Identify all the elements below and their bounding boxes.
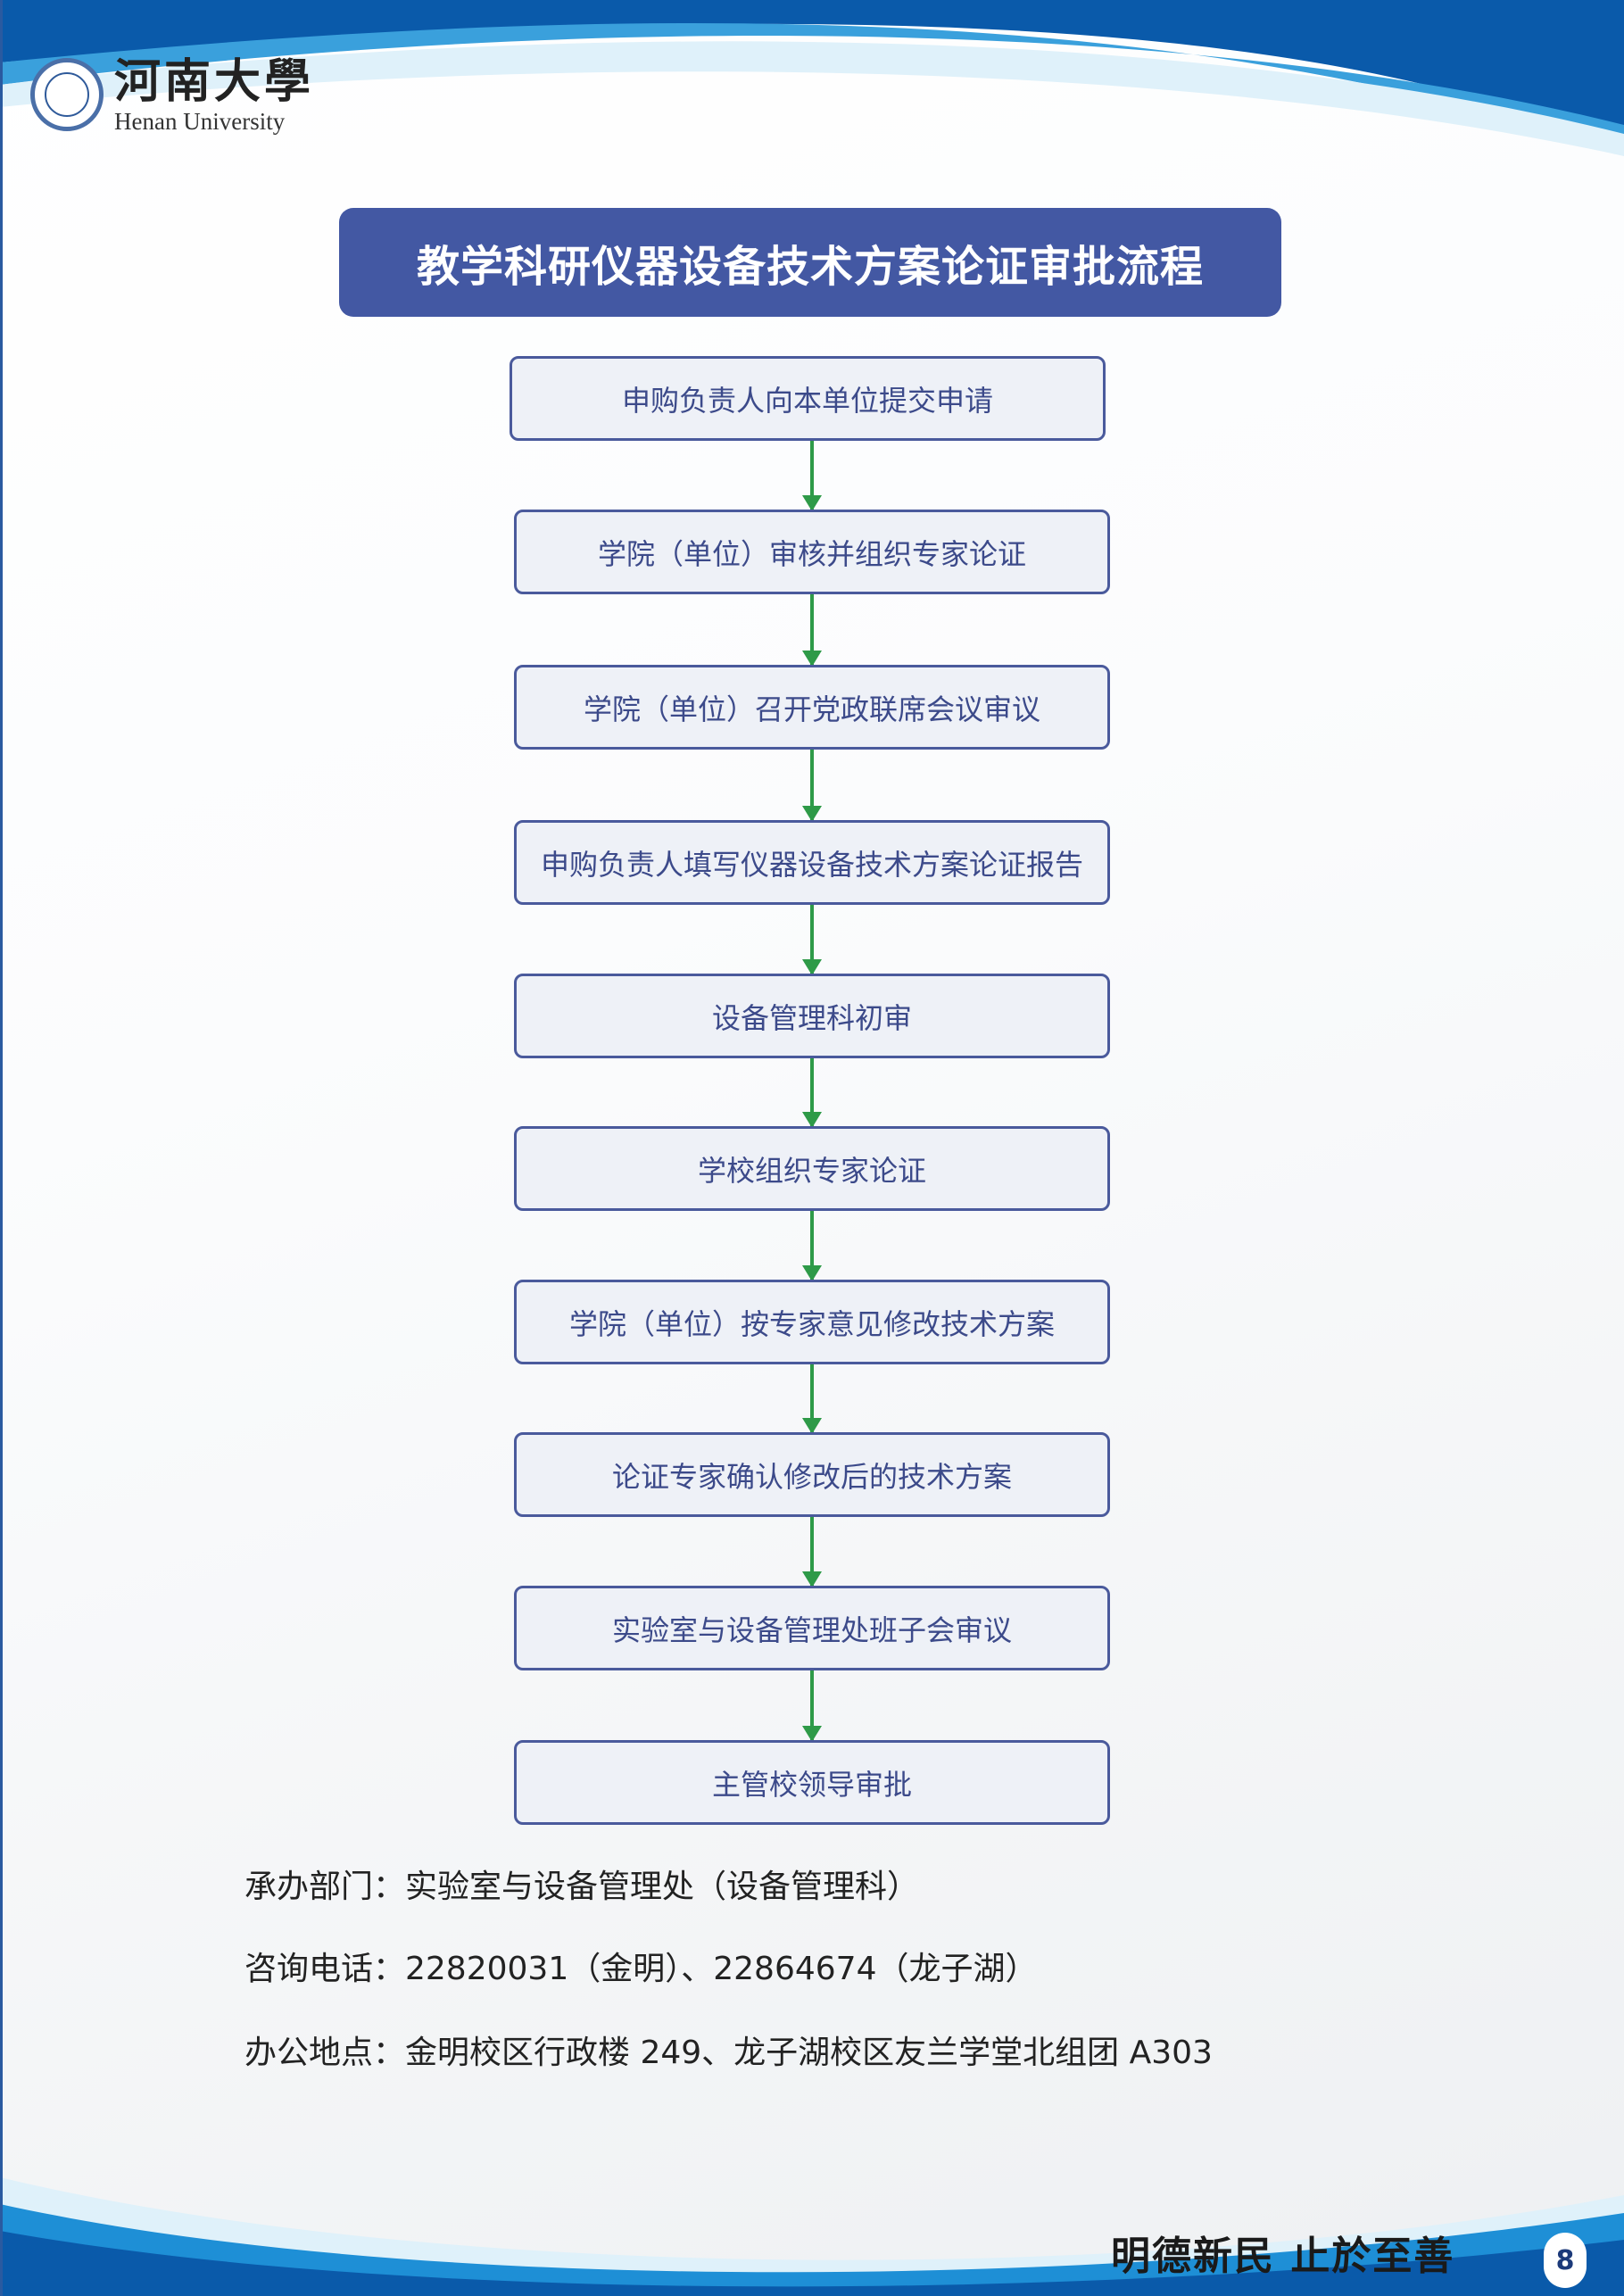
university-logo: 河南大學 Henan University xyxy=(30,55,314,134)
logo-english-name: Henan University xyxy=(114,108,286,135)
flow-step-7: 学院（单位）按专家意见修改技术方案 xyxy=(514,1280,1110,1364)
flow-step-3: 学院（单位）召开党政联席会议审议 xyxy=(514,665,1110,750)
flow-arrow xyxy=(802,594,822,667)
logo-chinese-name: 河南大學 xyxy=(114,54,315,109)
info-department: 承办部门：实验室与设备管理处（设备管理科） xyxy=(244,1869,920,1905)
page-title-banner: 教学科研仪器设备技术方案论证审批流程 xyxy=(339,208,1281,317)
flow-arrow xyxy=(802,1670,822,1742)
info-phone: 咨询电话：22820031（金明）、22864674（龙子湖） xyxy=(244,1951,1038,1987)
page-title: 教学科研仪器设备技术方案论证审批流程 xyxy=(416,242,1204,292)
flow-step-9: 实验室与设备管理处班子会审议 xyxy=(514,1586,1110,1670)
flow-step-10: 主管校领导审批 xyxy=(514,1740,1110,1825)
flow-arrow xyxy=(802,905,822,975)
flow-arrow xyxy=(802,441,822,511)
university-seal-icon xyxy=(30,58,104,131)
info-address: 办公地点：金明校区行政楼 249、龙子湖校区友兰学堂北组团 A303 xyxy=(244,2035,1213,2071)
university-motto: 明德新民 止於至善 xyxy=(1111,2234,1455,2279)
flow-arrow xyxy=(802,750,822,822)
page-number: 8 xyxy=(1544,2233,1587,2288)
flow-step-5: 设备管理科初审 xyxy=(514,974,1110,1058)
flow-arrow xyxy=(802,1364,822,1434)
flow-arrow xyxy=(802,1211,822,1281)
flow-step-6: 学校组织专家论证 xyxy=(514,1126,1110,1211)
flow-step-2: 学院（单位）审核并组织专家论证 xyxy=(514,510,1110,594)
flow-arrow xyxy=(802,1517,822,1587)
flow-arrow xyxy=(802,1058,822,1128)
flow-step-1: 申购负责人向本单位提交申请 xyxy=(510,356,1106,441)
flow-step-8: 论证专家确认修改后的技术方案 xyxy=(514,1432,1110,1517)
flow-step-4: 申购负责人填写仪器设备技术方案论证报告 xyxy=(514,820,1110,905)
